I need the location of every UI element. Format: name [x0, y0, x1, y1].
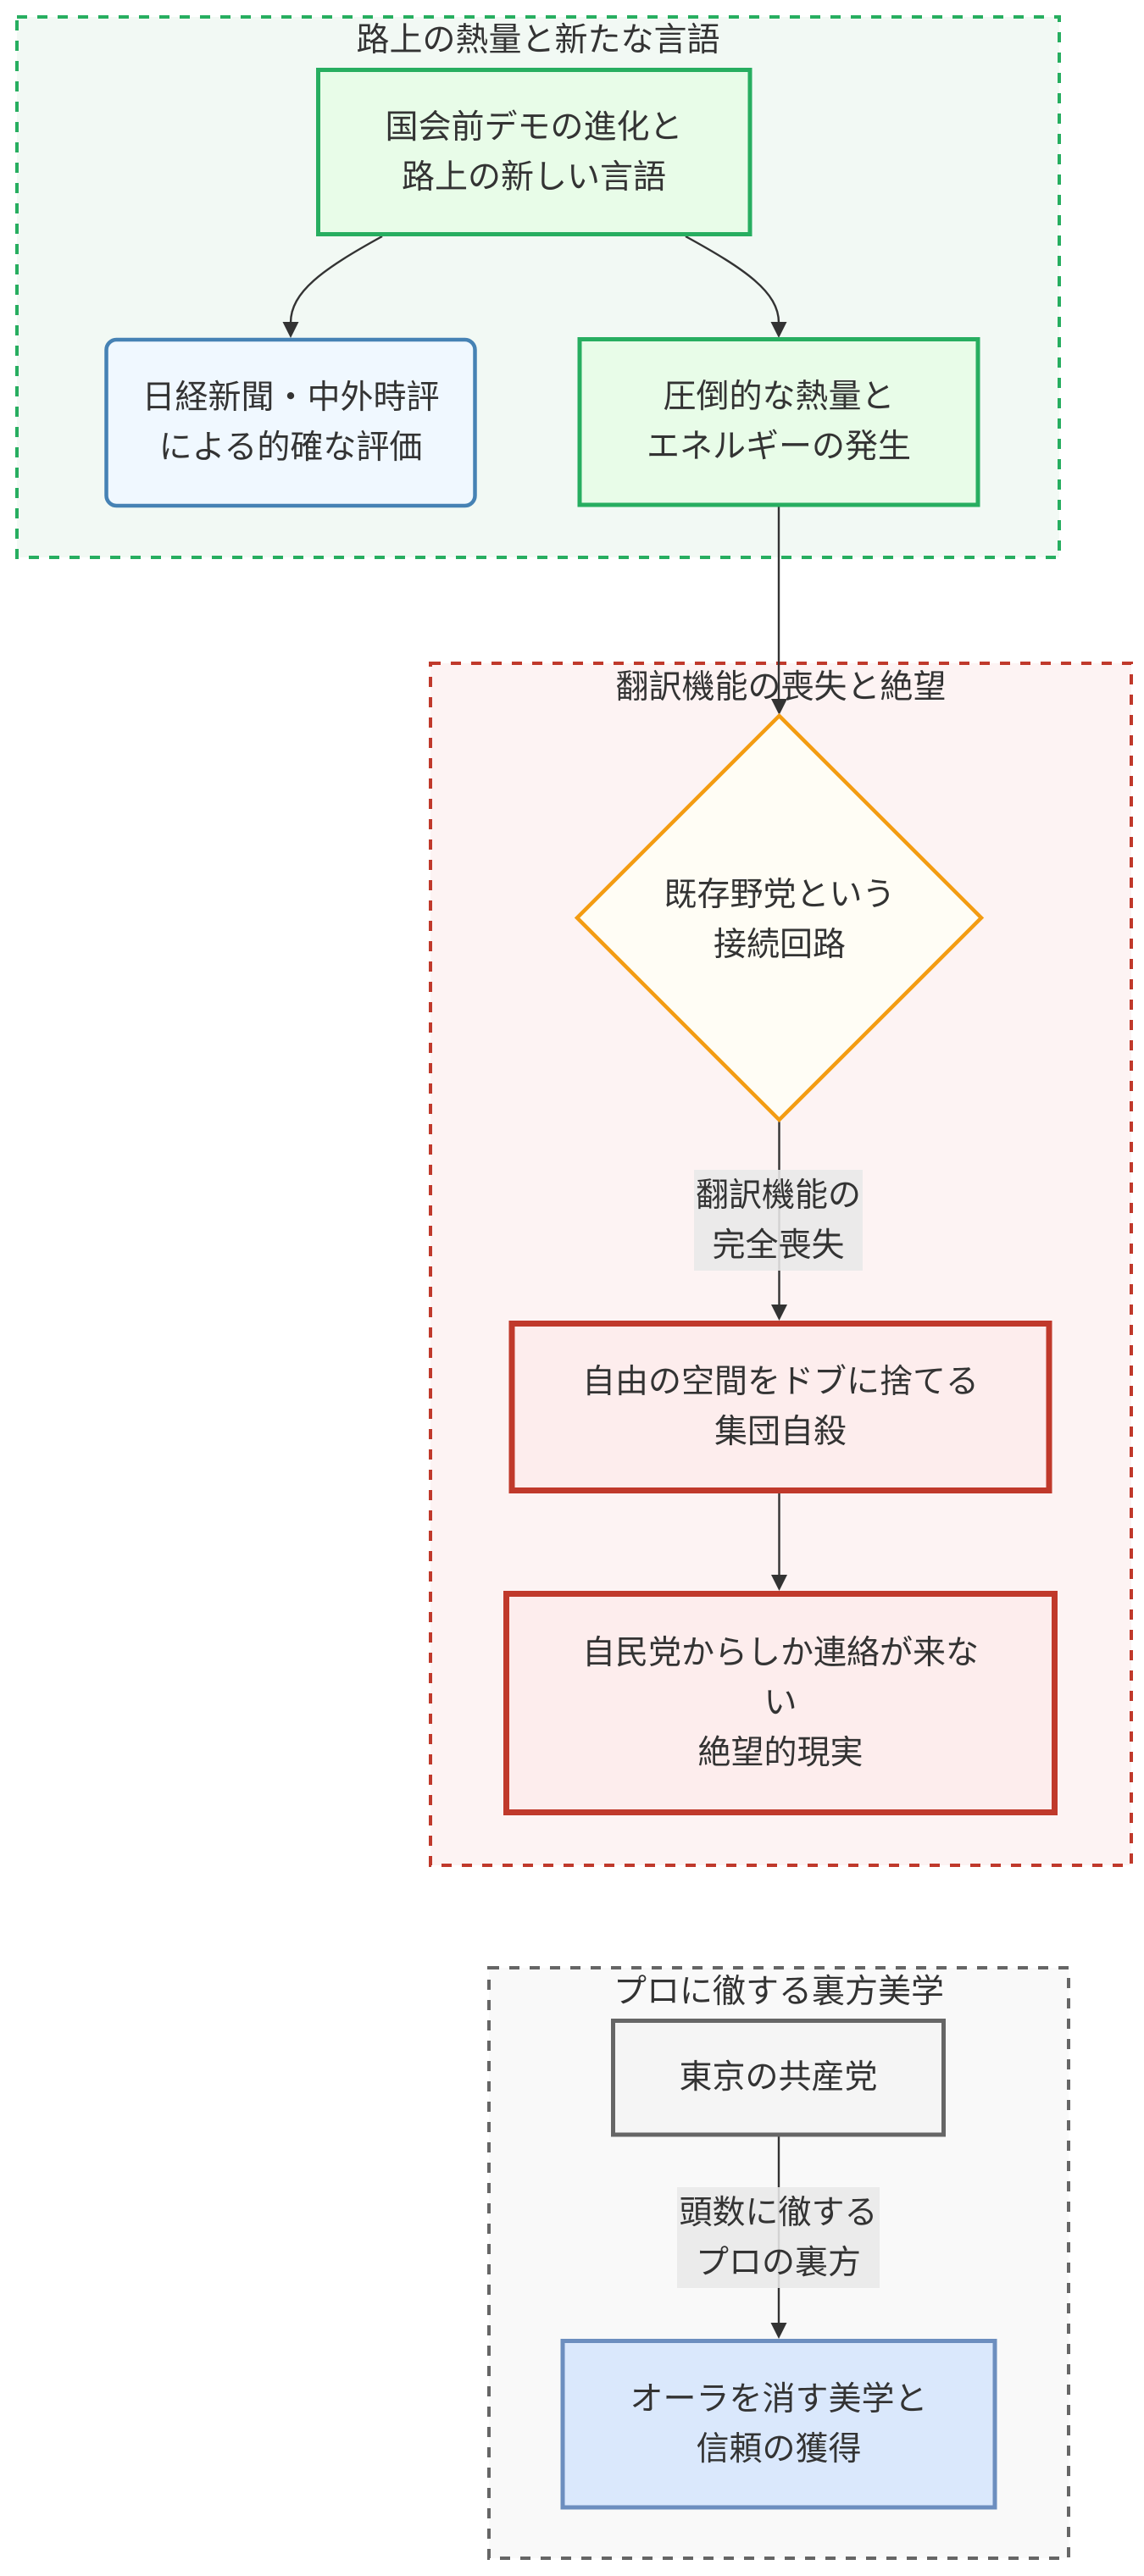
node-overwhelming-energy: 圧倒的な熱量と エネルギーの発生	[580, 339, 978, 505]
node-tokyo-jcp-shape	[611, 2019, 946, 2137]
edge-demo-to-nikkei	[289, 235, 383, 324]
node-text-line: 自民党からしか連絡が来な	[581, 1633, 979, 1672]
node-text-line: 接続回路	[713, 926, 846, 964]
node-nikkei-evaluation: 日経新聞・中外時評 による的確な評価	[106, 340, 475, 506]
node-collective-suicide: 自由の空間をドブに捨てる 集団自殺	[512, 1323, 1049, 1490]
node-text-line: 路上の新しい言語	[401, 158, 666, 197]
node-text-line: 日経新聞・中外時評	[142, 379, 440, 417]
node-tokyo-jcp: 東京の共産党	[613, 2020, 944, 2135]
node-overwhelming-energy-shape	[577, 337, 980, 507]
node-text-line: 絶望的現実	[697, 1733, 864, 1772]
node-despair-reality-shape	[503, 1591, 1058, 1815]
arrowhead-icon	[770, 322, 787, 338]
node-text-line: い	[764, 1683, 797, 1722]
edge-label-translation-loss: 翻訳機能の 完全喪失	[694, 1170, 863, 1271]
arrowhead-icon	[771, 1575, 787, 1591]
group-pro-backstage-title: プロに徹する裏方美学	[613, 1973, 944, 2011]
group-translation-loss-title: 翻訳機能の喪失と絶望	[615, 668, 947, 706]
edge-label-line: プロの裏方	[695, 2243, 861, 2282]
node-despair-reality: 自民党からしか連絡が来な い 絶望的現実	[506, 1593, 1055, 1812]
node-text-line: 国会前デモの進化と	[385, 108, 683, 147]
arrowhead-icon	[771, 1305, 787, 1321]
node-erase-aura-trust-shape	[560, 2339, 997, 2510]
node-diet-demo-evolution: 国会前デモの進化と 路上の新しい言語	[318, 69, 750, 235]
edge-label-line: 完全喪失	[712, 1226, 845, 1265]
node-diet-demo-evolution-shape	[316, 68, 752, 236]
edge-label-line: 翻訳機能の	[695, 1176, 861, 1215]
node-text-line: 自由の空間をドブに捨てる	[581, 1362, 979, 1401]
edge-demo-to-energy	[685, 235, 780, 324]
edge-label-backstage-bg	[677, 2187, 880, 2288]
node-text-line: による的確な評価	[158, 429, 423, 467]
node-text-line: 東京の共産党	[679, 2058, 878, 2097]
arrowhead-icon	[282, 322, 299, 338]
node-text-line: オーラを消す美学と	[630, 2379, 928, 2418]
edge-label-backstage: 頭数に徹する プロの裏方	[677, 2187, 880, 2288]
node-text-line: エネルギーの発生	[646, 428, 911, 466]
node-nikkei-evaluation-shape	[104, 337, 477, 508]
group-street-heat-title: 路上の熱量と新たな言語	[356, 21, 720, 59]
decision-existing-opposition-shape	[574, 712, 985, 1123]
node-collective-suicide-shape	[508, 1321, 1052, 1493]
edge-label-translation-loss-bg	[694, 1170, 863, 1271]
node-erase-aura-trust: オーラを消す美学と 信頼の獲得	[563, 2341, 995, 2507]
node-text-line: 集団自殺	[714, 1412, 847, 1451]
node-text-line: 圧倒的な熱量と	[663, 378, 895, 416]
node-text-line: 既存野党という	[664, 876, 896, 914]
arrowhead-icon	[770, 2323, 787, 2339]
node-text-line: 信頼の獲得	[696, 2429, 862, 2468]
arrowhead-icon	[771, 699, 787, 715]
edge-label-line: 頭数に徹する	[679, 2193, 878, 2232]
decision-existing-opposition: 既存野党という 接続回路	[610, 861, 949, 979]
arrowheads	[282, 322, 787, 2339]
